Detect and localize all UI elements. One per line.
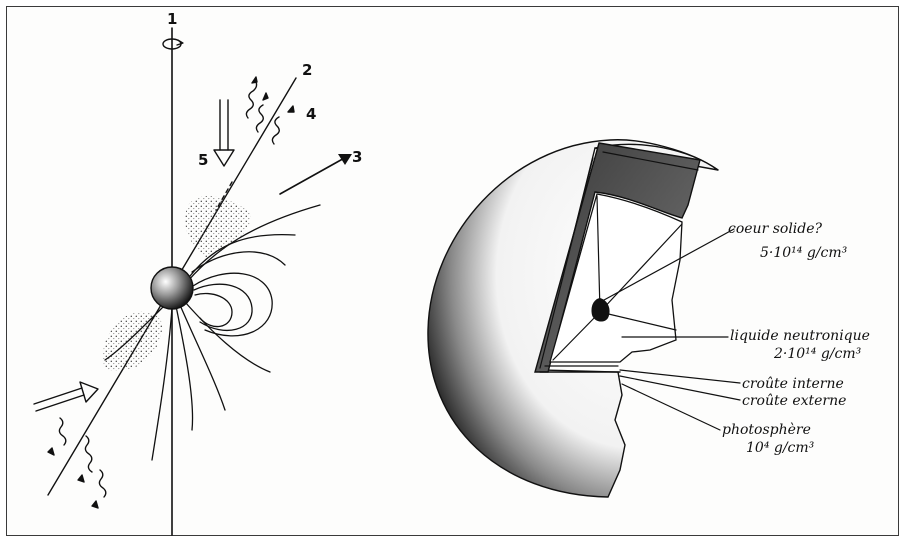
- plasma-cloud-lower: [103, 312, 162, 371]
- label-inner-crust: croûte interne: [742, 376, 844, 392]
- neutron-star: [151, 267, 193, 309]
- label-core-title: coeur solide?: [728, 221, 823, 237]
- label-liquid-density: 2·10¹⁴ g/cm³: [773, 346, 862, 362]
- arrow-5-icon: [214, 100, 234, 166]
- label-outer-crust: croûte externe: [742, 393, 846, 409]
- cross-section-figure: coeur solide? 5·10¹⁴ g/cm³ liquide neutr…: [428, 140, 870, 497]
- label-photosphere-title: photosphère: [722, 422, 811, 438]
- label-arrow-5: 5: [198, 151, 208, 169]
- arrow-3: [280, 156, 348, 194]
- label-arrow-4: 4: [306, 105, 316, 123]
- label-axis-1: 1: [167, 10, 177, 28]
- pulsar-figure: 1 2 3 4 5: [34, 10, 362, 535]
- label-liquid-title: liquide neutronique: [730, 328, 870, 344]
- label-photosphere-density: 10⁴ g/cm³: [746, 440, 815, 456]
- label-core-density: 5·10¹⁴ g/cm³: [760, 245, 848, 261]
- label-axis-2: 2: [302, 61, 312, 79]
- label-arrow-3: 3: [352, 148, 362, 166]
- incoming-arrow-icon: [34, 382, 98, 411]
